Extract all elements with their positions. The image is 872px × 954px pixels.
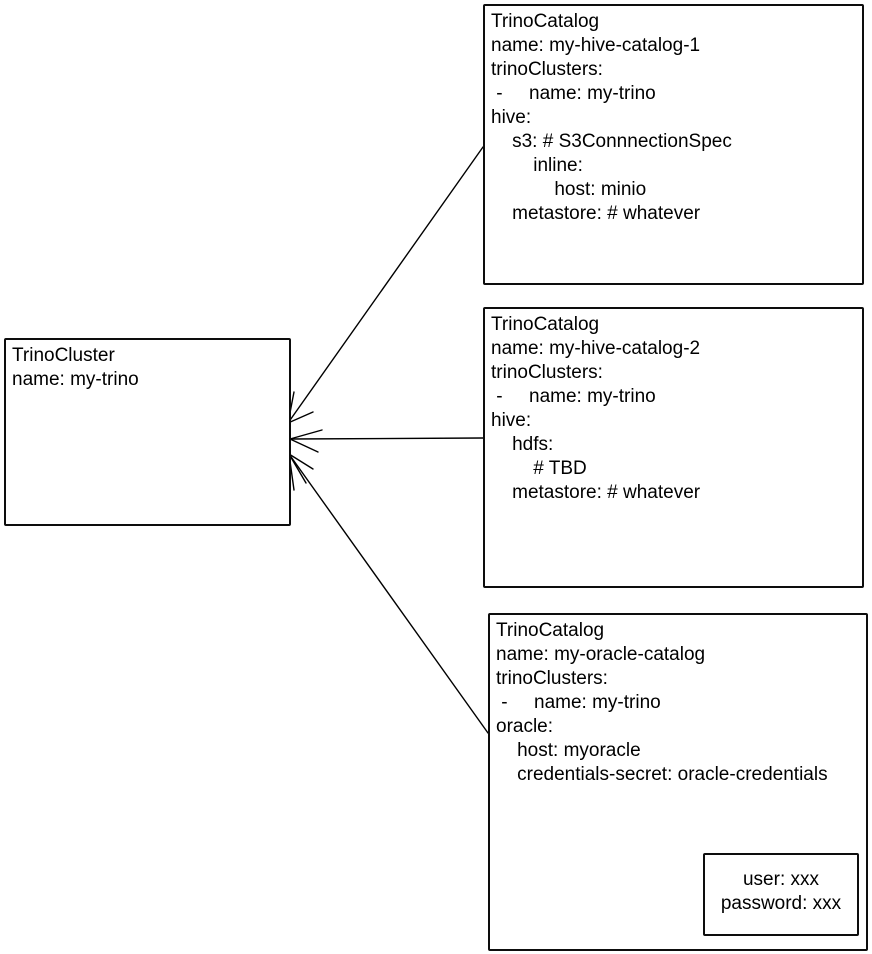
text-line: hive:: [491, 107, 532, 128]
arrow-catalog3-to-cluster[interactable]: [288, 453, 489, 734]
text-line: metastore: # whatever: [491, 203, 701, 224]
text-line: - name: my-trino: [491, 83, 656, 104]
text-line: oracle:: [496, 716, 554, 737]
text-line: hdfs:: [491, 434, 554, 455]
text-line: name: my-trino: [12, 369, 139, 390]
text-line: name: my-hive-catalog-1: [491, 35, 701, 56]
arrow-catalog2-to-cluster[interactable]: [289, 429, 484, 453]
trino-catalog-box-oracle[interactable]: TrinoCatalog name: my-oracle-catalog trino…: [488, 613, 868, 951]
text-line: TrinoCluster: [12, 345, 115, 366]
text-line: - name: my-trino: [491, 386, 656, 407]
trino-catalog-box-hive-2[interactable]: TrinoCatalog name: my-hive-catalog-2 trino…: [483, 307, 864, 588]
text-line: metastore: # whatever: [491, 482, 701, 503]
credentials-secret-box[interactable]: user: xxx password: xxx: [703, 853, 859, 936]
text-line: name: my-oracle-catalog: [496, 644, 706, 665]
text-line: - name: my-trino: [496, 692, 661, 713]
text-line: user: xxx: [742, 869, 820, 890]
arrow-catalog1-to-cluster[interactable]: [287, 146, 484, 424]
text-line: trinoClusters:: [491, 59, 603, 80]
text-line: name: my-hive-catalog-2: [491, 338, 701, 359]
text-line: hive:: [491, 410, 532, 431]
text-line: trinoClusters:: [496, 668, 608, 689]
text-line: TrinoCatalog: [491, 314, 600, 335]
text-line: trinoClusters:: [491, 362, 603, 383]
text-line: s3: # S3ConnnectionSpec: [491, 131, 732, 152]
text-line: TrinoCatalog: [491, 11, 600, 32]
text-line: password: xxx: [720, 893, 842, 914]
trino-catalog-box-hive-1[interactable]: TrinoCatalog name: my-hive-catalog-1 trino…: [483, 4, 864, 285]
text-line: host: myoracle: [496, 740, 641, 761]
trino-cluster-box[interactable]: TrinoCluster name: my-trino: [4, 338, 291, 526]
text-line: inline:: [491, 155, 583, 176]
text-line: host: minio: [491, 179, 647, 200]
text-line: TrinoCatalog: [496, 620, 605, 641]
text-line: # TBD: [491, 458, 587, 479]
text-line: credentials-secret: oracle-credentials: [496, 764, 828, 785]
